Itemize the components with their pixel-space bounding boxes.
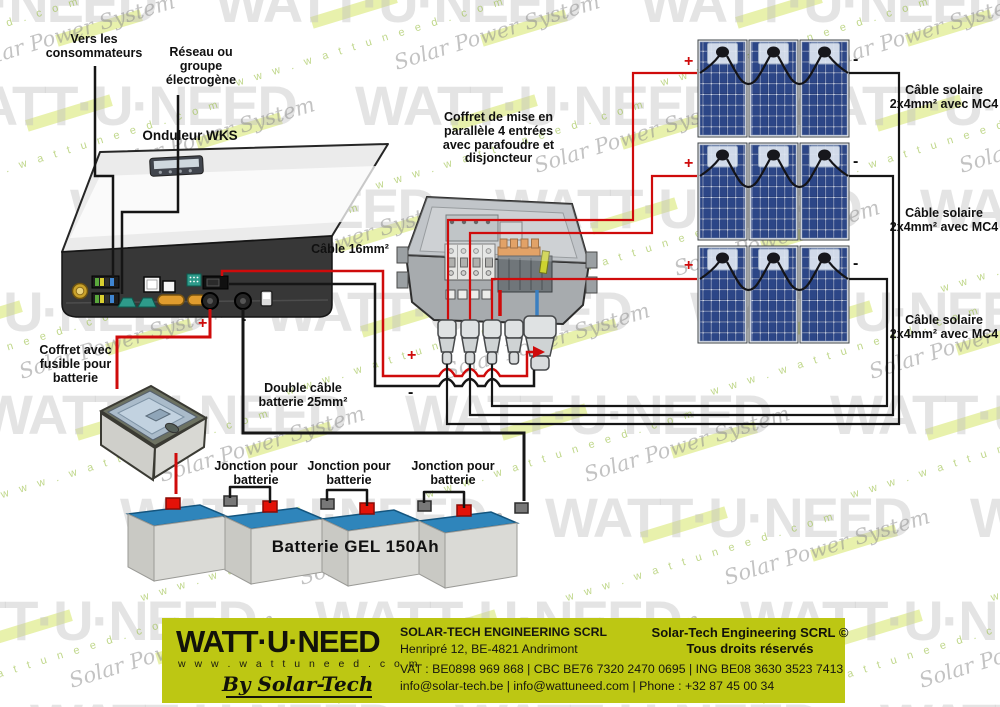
battery [125, 504, 229, 582]
footer-logo: WATT·U·NEED [176, 624, 381, 659]
pv-string-negative-wires [445, 71, 901, 426]
label-parallel-box: Coffret de mise en parallèle 4 entrées a… [442, 110, 555, 166]
plus-sign-combiner: + [407, 347, 417, 364]
parallel-combiner-box [396, 71, 697, 371]
label-cable-16mm: Câble 16mm² [311, 242, 389, 256]
watermark-brand: WATT·U·NEED [640, 0, 1000, 34]
label-battery-model: Batterie GEL 150Ah [271, 537, 440, 556]
wires [93, 66, 901, 501]
battery-cables [115, 309, 526, 501]
footer-address: Henripré 12, BE-4821 Andrimont [400, 642, 578, 656]
battery [222, 507, 326, 585]
watermark-brand: WATT·U·NEED [0, 0, 158, 34]
footer-rights: Solar-Tech Engineering SCRL © Tous droit… [635, 625, 865, 657]
battery [416, 511, 520, 589]
battery-bank [125, 485, 529, 589]
label-solar-cable-3: Câble solaire 2x4mm² avec MC4 [889, 313, 999, 341]
minus-sign-row2: - [853, 153, 859, 170]
cable-glands [437, 315, 557, 371]
inverter-display [149, 155, 204, 177]
comm-socket [186, 273, 202, 287]
minus-sign-combiner: - [408, 384, 414, 401]
watermark-brand: WATT·U·NEED [0, 74, 298, 137]
plus-sign-row2: + [684, 155, 694, 172]
footer-rights-reserved: Tous droits réservés [686, 641, 814, 656]
ac-wires [93, 66, 180, 294]
footer-banner: WATT·U·NEED w w w . w a t t u n e e d . … [162, 618, 848, 703]
battery-jumper-cables [228, 485, 466, 508]
terminal-covers [117, 297, 157, 308]
label-battery-junction-3: Jonction pour batterie [411, 459, 495, 487]
footer-rights-owner: Solar-Tech Engineering SCRL © [651, 625, 849, 640]
dsub-connector [157, 294, 185, 306]
solar-array [696, 38, 851, 345]
battery-fuse-box-device [98, 384, 209, 482]
footer-company: SOLAR-TECH ENGINEERING SCRL [400, 625, 608, 639]
watermark-brand: WATT·U·NEED [880, 691, 1000, 707]
footer-tagline: By Solar-Tech [222, 672, 374, 696]
label-to-consumers: Vers les consommateurs [45, 32, 143, 60]
plus-sign-row3: + [684, 257, 694, 274]
watermark-brand: WATT·U·NEED [920, 177, 1000, 240]
footer-contact: info@solar-tech.be | info@wattuneed.com … [400, 679, 775, 693]
battery [319, 509, 423, 587]
footer-tagline-underline [226, 696, 372, 698]
label-grid-or-generator: Réseau ou groupe électrogène [165, 45, 237, 87]
label-double-battery-cable: Double câble batterie 25mm² [258, 381, 348, 409]
minus-sign-inverter: - [241, 311, 247, 328]
watermark-brand: WATT·U·NEED [355, 74, 723, 137]
watermark-brand: WATT·U·NEED [545, 486, 913, 549]
label-battery-junction-1: Jonction pour batterie [214, 459, 298, 487]
label-battery-fuse-box: Coffret avec fusible pour batterie [39, 343, 112, 385]
label-battery-junction-2: Jonction pour batterie [307, 459, 391, 487]
inverter-device [61, 143, 389, 318]
surge-arrester-indicator [538, 250, 551, 275]
label-inverter: Onduleur WKS [142, 128, 238, 143]
minus-sign-row1: - [853, 51, 859, 68]
plus-sign-inverter: + [198, 315, 208, 332]
ac-terminal-blocks [91, 275, 120, 306]
footer-registration: VAT : BE0898 969 868 | CBC BE76 7320 247… [400, 662, 844, 676]
footer-website: w w w . w a t t u n e e d . c o m [178, 658, 421, 670]
minus-sign-row3: - [853, 255, 859, 272]
label-solar-cable-2: Câble solaire 2x4mm² avec MC4 [889, 206, 999, 234]
label-solar-cable-1: Câble solaire 2x4mm² avec MC4 [889, 83, 999, 111]
plus-sign-row1: + [684, 53, 694, 70]
watermark-brand: WATT·U·NEED [215, 0, 583, 34]
watermark-brand: WATT·U·NEED [970, 486, 1000, 549]
